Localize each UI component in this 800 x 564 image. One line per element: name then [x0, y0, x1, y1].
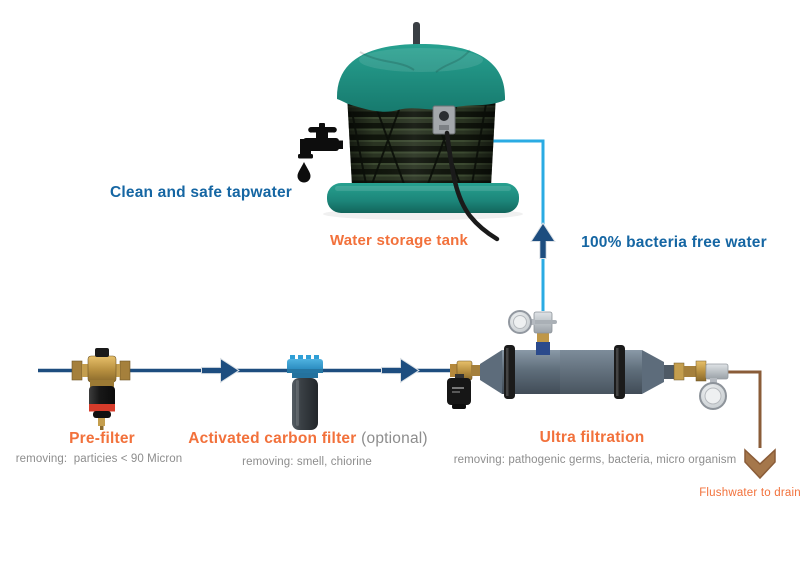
- stage-note: (optional): [361, 430, 428, 447]
- stage-label-carbon-filter: Activated carbon filter (optional): [188, 430, 428, 448]
- stage-name: Activated carbon filter: [188, 430, 357, 447]
- storage-tank: [323, 22, 523, 242]
- tank-cover: [337, 44, 505, 112]
- water-drop-icon: [297, 162, 311, 183]
- stage-removal-ultra-filtration: removing: pathogenic germs, bacteria, mi…: [453, 454, 737, 466]
- drain-pipe: [726, 370, 762, 448]
- pre-filter-red-band: [89, 404, 115, 412]
- clean-tapwater-label: Clean and safe tapwater: [109, 184, 293, 201]
- flow-arrow-icon: [201, 357, 240, 384]
- flushwater-to-drain-label: Flushwater to drain: [699, 487, 800, 499]
- pressure-gauge: [508, 310, 532, 334]
- bacteria-free-water-label: 100% bacteria free water: [581, 234, 767, 251]
- stage-removal-pre-filter: removing: particies < 90 Micron: [15, 453, 183, 465]
- ultra-filtration-device: [447, 310, 729, 410]
- carbon-filter-device: [287, 355, 323, 430]
- pre-filter-device: [71, 348, 131, 430]
- flow-arrow-icon: [381, 357, 420, 384]
- clean-water-pipe: [489, 139, 545, 311]
- stage-removal-carbon-filter: removing: smell, chiorine: [242, 456, 372, 468]
- stage-name: Pre-filter: [69, 430, 135, 447]
- stage-label-ultra-filtration: Ultra filtration: [540, 429, 645, 447]
- housing-clamp: [504, 345, 515, 399]
- tank-cable: [444, 130, 500, 242]
- pressure-gauge: [699, 382, 727, 410]
- housing-clamp: [614, 345, 625, 399]
- stage-name: Ultra filtration: [539, 429, 645, 446]
- tap-icon: [298, 123, 343, 159]
- down-arrow-icon: [744, 448, 776, 480]
- tank-base: [327, 183, 519, 213]
- tank-vent: [413, 22, 420, 50]
- water-storage-tank-label: Water storage tank: [329, 232, 469, 249]
- stage-label-pre-filter: Pre-filter: [69, 430, 135, 448]
- up-arrow-icon: [530, 222, 556, 259]
